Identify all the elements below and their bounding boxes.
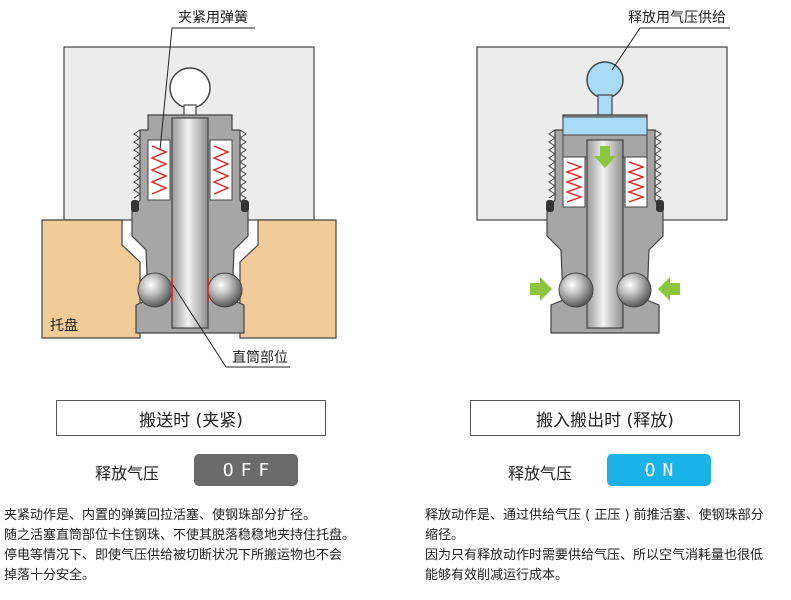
callout-spring-line: [159, 27, 255, 151]
callout-spring-text: 夹紧用弹簧: [178, 10, 248, 26]
push-down-arrow-icon: [594, 146, 616, 168]
right-mode-title: 搬入搬出时 (释放): [470, 400, 740, 436]
right-status-badge: ON: [607, 454, 711, 486]
left-desc-line: 随之活塞直筒部位卡住钢珠、不使其脱落稳稳地夹持住托盘。: [4, 528, 356, 543]
callout-air-text: 释放用气压供给: [628, 10, 726, 26]
right-desc-line: 能够有效削减运行成本。: [425, 568, 569, 583]
left-top-ball: [169, 67, 211, 109]
left-mode-title-text: 搬送时 (夹紧): [139, 410, 243, 431]
air-port: [586, 61, 624, 99]
right-status-label: 释放气压: [508, 464, 573, 483]
arrow-left-icon: [658, 277, 680, 301]
right-desc-line: 因为只有释放动作时需要供给气压、所以空气消耗量也很低: [425, 548, 764, 563]
left-status-value: OFF: [222, 459, 277, 481]
left-ball-right: [207, 272, 243, 308]
left-desc-line: 掉落十分安全。: [4, 568, 96, 583]
pallet-label: 托盘: [50, 317, 78, 334]
left-description: 夹紧动作是、内置的弹簧回拉活塞、使钢珠部分扩径。 随之活塞直筒部位卡住钢珠、不使…: [4, 506, 394, 586]
right-spring-left: [564, 161, 584, 203]
right-desc-line: 释放动作是、通过供给气压 ( 正压 ) 前推活塞、使钢珠部分: [425, 508, 764, 523]
right-description: 释放动作是、通过供给气压 ( 正压 ) 前推活塞、使钢珠部分 缩径。 因为只有释…: [425, 506, 787, 586]
left-piston-rod: [171, 117, 209, 329]
left-ball-left: [137, 272, 173, 308]
callout-air-line: [611, 27, 730, 71]
right-status-value: ON: [644, 459, 681, 481]
left-status-badge: OFF: [194, 454, 298, 486]
clamp-diagram: 夹紧用弹簧 直筒部位 托盘 释放用气压供给: [41, 10, 730, 368]
arrow-right-icon: [530, 277, 552, 301]
air-chamber: [562, 116, 648, 136]
right-spring-right: [626, 161, 646, 203]
left-desc-line: 停电等情况下、即使气压供给被切断状况下所搬运物也不会: [4, 548, 343, 563]
left-spring-right: [212, 145, 230, 195]
right-ball-right: [616, 272, 652, 308]
left-status-label: 释放气压: [95, 464, 160, 483]
left-desc-line: 夹紧动作是、内置的弹簧回拉活塞、使钢珠部分扩径。: [4, 508, 317, 523]
callout-tube-text: 直筒部位: [232, 349, 288, 366]
right-desc-line: 缩径。: [425, 528, 465, 543]
left-pallet: [41, 219, 141, 339]
left-mode-title: 搬送时 (夹紧): [56, 400, 326, 436]
left-spring-left: [150, 145, 168, 195]
callout-tube-line: [172, 284, 290, 368]
right-mode-title-text: 搬入搬出时 (释放): [536, 410, 674, 431]
right-ball-left: [558, 272, 594, 308]
right-unit: 释放用气压供给: [476, 10, 730, 334]
right-piston-rod: [586, 139, 624, 329]
left-unit: 夹紧用弹簧 直筒部位 托盘: [41, 10, 337, 368]
